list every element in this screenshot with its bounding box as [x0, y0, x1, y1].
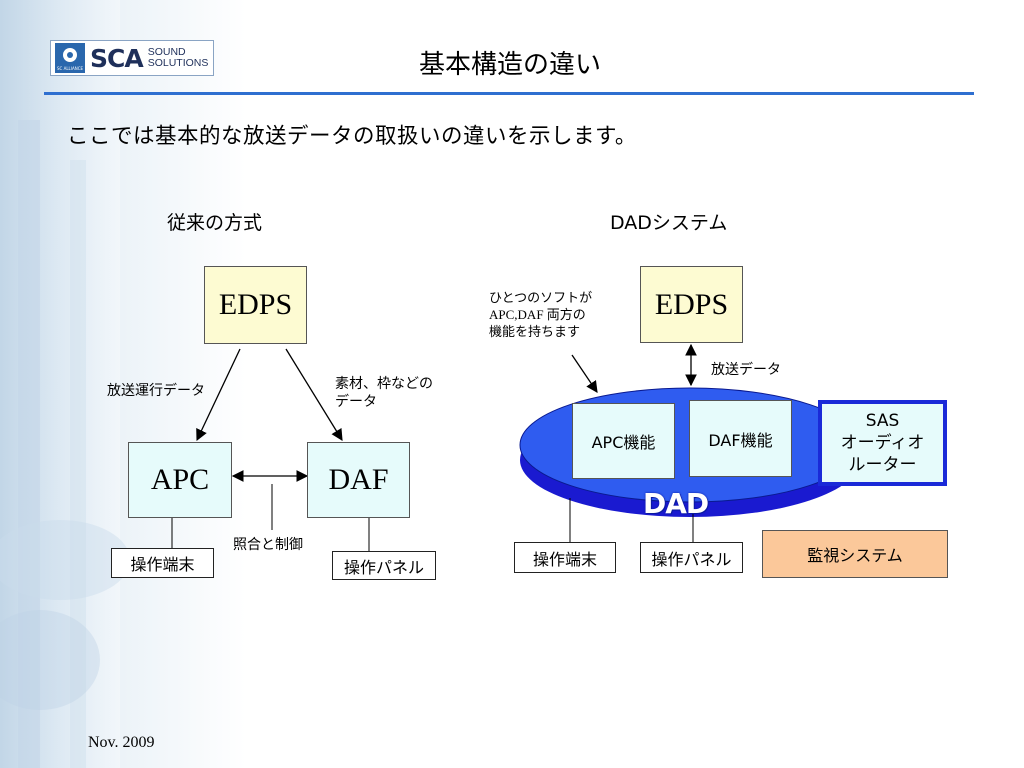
- title-rule: [44, 92, 974, 95]
- logo-brand: SCA: [90, 43, 144, 73]
- left-edps-box: EDPS: [204, 266, 307, 344]
- sas-line: ルーター: [848, 455, 917, 475]
- left-daf-box: DAF: [307, 442, 410, 518]
- left-heading: 従来の方式: [167, 212, 263, 234]
- left-panel-box: 操作パネル: [332, 551, 436, 580]
- logo-subtitle: SOUND SOLUTIONS: [148, 47, 209, 69]
- sas-line: オーディオ: [840, 433, 925, 453]
- edps-to-daf-arrow: [285, 348, 343, 441]
- right-heading: DADシステム: [610, 212, 728, 234]
- logo-mark-text: SC ALLIANCE: [56, 66, 84, 71]
- logo-sub2: SOLUTIONS: [147, 57, 209, 69]
- label-check-control: 照合と制御: [233, 538, 303, 553]
- sas-line: SAS: [865, 411, 900, 431]
- footer-date: Nov. 2009: [88, 734, 155, 751]
- logo-icon: SC ALLIANCE: [55, 43, 85, 73]
- right-edps-box: EDPS: [640, 266, 743, 343]
- slide-title: 基本構造の違い: [418, 50, 601, 80]
- dad-note: ひとつのソフトが APC,DAF 両方の 機能を持ちます: [489, 289, 592, 340]
- left-terminal-box: 操作端末: [111, 548, 214, 578]
- label-material-2: データ: [335, 395, 377, 410]
- right-panel-box: 操作パネル: [640, 542, 743, 573]
- logo-sub1: SOUND: [147, 46, 186, 58]
- dad-note-line: 機能を持ちます: [489, 324, 581, 339]
- edps-to-apc-arrow: [196, 348, 241, 442]
- right-terminal-box: 操作端末: [514, 542, 616, 573]
- dad-note-line: APC,DAF 両方の: [489, 307, 586, 322]
- apc-function-box: APC機能: [572, 403, 675, 479]
- label-broadcast-data: 放送データ: [711, 363, 781, 378]
- note-arrow: [571, 354, 598, 393]
- label-material: 素材、枠などの: [335, 377, 433, 392]
- sca-logo: SC ALLIANCE SCA SOUND SOLUTIONS: [50, 40, 214, 76]
- slide-subtitle: ここでは基本的な放送データの取扱いの違いを示します。: [67, 124, 637, 149]
- left-apc-box: APC: [128, 442, 232, 518]
- dad-label: DAD: [643, 487, 709, 520]
- label-ops-data: 放送運行データ: [107, 384, 205, 399]
- sas-audio-router-box: SAS オーディオ ルーター: [818, 400, 947, 486]
- daf-function-box: DAF機能: [689, 400, 792, 477]
- background-decoration: [0, 0, 130, 768]
- monitoring-system-box: 監視システム: [762, 530, 948, 578]
- dad-note-line: ひとつのソフトが: [489, 290, 593, 305]
